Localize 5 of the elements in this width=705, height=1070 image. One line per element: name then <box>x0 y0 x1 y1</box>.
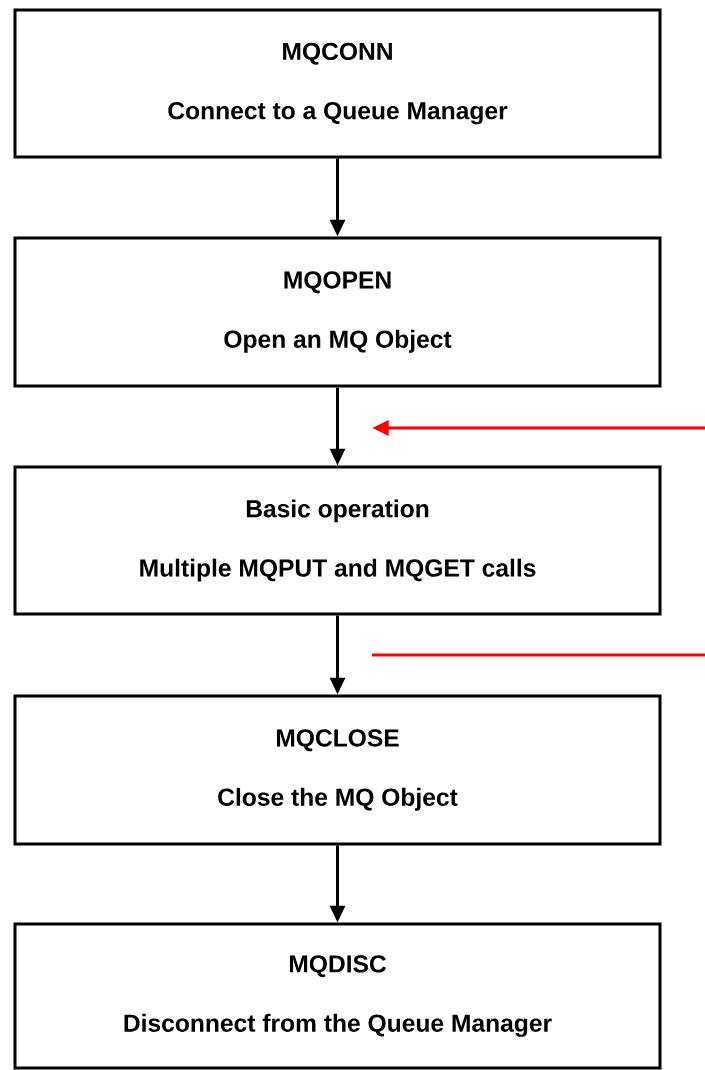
process-box: Basic operation Multiple MQPUT and MQGET calls <box>13 465 662 616</box>
process-box: MQDISC Disconnect from the Queue Manager <box>13 922 662 1070</box>
process-box: MQCLOSE Close the MQ Object <box>13 694 662 846</box>
process-box: MQCONN Connect to a Queue Manager <box>13 8 662 159</box>
process-box: MQOPEN Open an MQ Object <box>13 236 662 388</box>
